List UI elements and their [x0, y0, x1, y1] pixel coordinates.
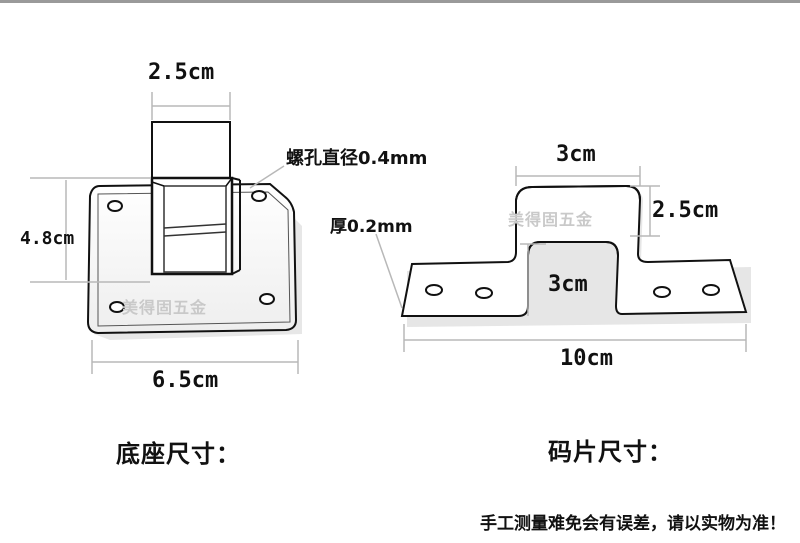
base-tube-width-label: 2.5cm	[148, 60, 215, 85]
clip-watermark: 美得固五金	[508, 210, 594, 229]
base-tube-back	[151, 121, 231, 183]
clip-top-edge	[515, 184, 641, 201]
clip-caption: 码片尺寸：	[548, 438, 673, 466]
disclaimer-text: 手工测量难免会有误差，请以实物为准！	[480, 514, 786, 534]
base-screw-hole-bl	[109, 301, 125, 313]
clip-drawing	[400, 184, 751, 327]
top-border	[0, 0, 800, 3]
clip-hole-2	[475, 287, 493, 299]
clip-top-width-label: 3cm	[556, 142, 596, 167]
clip-dimension-lines	[375, 166, 747, 352]
clip-hole-1	[425, 284, 443, 296]
base-tube-inner	[163, 185, 227, 273]
clip-hole-3	[653, 286, 671, 298]
base-dimension-lines	[30, 92, 299, 374]
clip-length-label: 10cm	[560, 346, 613, 371]
base-screw-hole-tr	[251, 190, 267, 202]
clip-thickness-label: 厚0.2mm	[330, 217, 413, 237]
clip-flange-depth-label: 2.5cm	[652, 198, 719, 223]
base-caption: 底座尺寸：	[116, 440, 241, 468]
clip-hole-4	[702, 284, 720, 296]
clip-height-label: 3cm	[548, 272, 588, 297]
base-watermark: 美得固五金	[122, 298, 208, 317]
base-screw-hole-tl	[107, 200, 123, 212]
clip-inner-top	[527, 241, 619, 257]
base-hole-spacing-label: 4.8cm	[20, 228, 75, 249]
base-drawing	[86, 121, 302, 340]
base-plate-width-label: 6.5cm	[152, 368, 219, 393]
base-screw-hole-label: 螺孔直径0.4mm	[286, 148, 428, 169]
base-screw-hole-br	[259, 293, 275, 305]
